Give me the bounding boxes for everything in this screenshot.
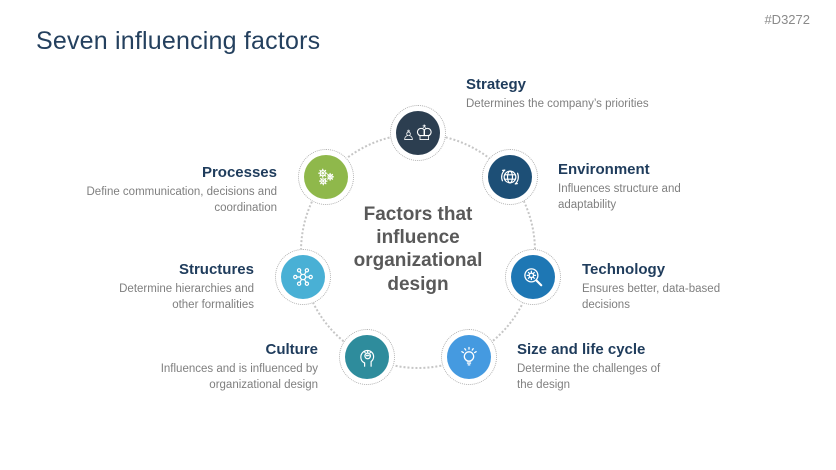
factor-text-processes: Processes Define communication, decision… xyxy=(81,164,278,216)
factor-desc: Determine the challenges of the design xyxy=(517,363,661,391)
factor-desc: Ensures better, data-based decisions xyxy=(582,283,721,311)
network-icon xyxy=(293,268,313,286)
factor-text-size: Size and life cycle Determine the challe… xyxy=(517,341,669,393)
factor-desc: Determine hierarchies and other formalit… xyxy=(119,283,254,311)
lightbulb-icon xyxy=(461,346,477,366)
factor-circle-culture xyxy=(345,335,389,379)
factor-text-environment: Environment Influences structure and ada… xyxy=(558,161,688,213)
factor-node-processes xyxy=(298,149,354,205)
globe-icon xyxy=(501,169,519,185)
factor-name: Strategy xyxy=(466,76,527,93)
factor-text-culture: Culture Influences and is influenced by … xyxy=(140,341,318,393)
gears-icon xyxy=(318,168,335,186)
factor-circle-structures xyxy=(281,255,325,299)
factor-node-culture xyxy=(339,329,395,385)
factor-name: Processes xyxy=(201,164,277,181)
factor-node-size xyxy=(441,329,497,385)
diagram-center-text: Factors that influence organizational de… xyxy=(353,204,483,295)
chess-pieces-icon: ♙♔ xyxy=(402,121,434,145)
factor-circle-environment xyxy=(488,155,532,199)
factor-desc: Influences and is influenced by organiza… xyxy=(160,363,318,391)
factor-circle-technology xyxy=(511,255,555,299)
factor-name: Environment xyxy=(558,161,650,178)
slide-id-tag: #D3272 xyxy=(764,12,810,27)
factor-name: Structures xyxy=(178,261,254,278)
factor-name: Culture xyxy=(265,341,319,358)
factor-desc: Determines the company’s priorities xyxy=(466,98,649,110)
factor-circle-strategy: ♙♔ xyxy=(396,111,440,155)
page-title: Seven influencing factors xyxy=(36,27,321,55)
factor-text-structures: Structures Determine hierarchies and oth… xyxy=(114,261,254,313)
factor-name: Technology xyxy=(582,261,666,278)
factor-node-technology xyxy=(505,249,561,305)
factor-desc: Define communication, decisions and coor… xyxy=(86,186,278,214)
factor-node-environment xyxy=(482,149,538,205)
magnifier-gear-icon xyxy=(524,268,543,287)
factor-node-structures xyxy=(275,249,331,305)
factor-circle-size xyxy=(447,335,491,379)
head-brain-icon xyxy=(360,349,375,367)
factor-text-strategy: Strategy Determines the company’s priori… xyxy=(466,76,696,113)
factor-text-technology: Technology Ensures better, data-based de… xyxy=(582,261,744,313)
factor-name: Size and life cycle xyxy=(517,341,646,358)
factor-desc: Influences structure and adaptability xyxy=(558,183,681,211)
factor-circle-processes xyxy=(304,155,348,199)
factor-node-strategy: ♙♔ xyxy=(390,105,446,161)
